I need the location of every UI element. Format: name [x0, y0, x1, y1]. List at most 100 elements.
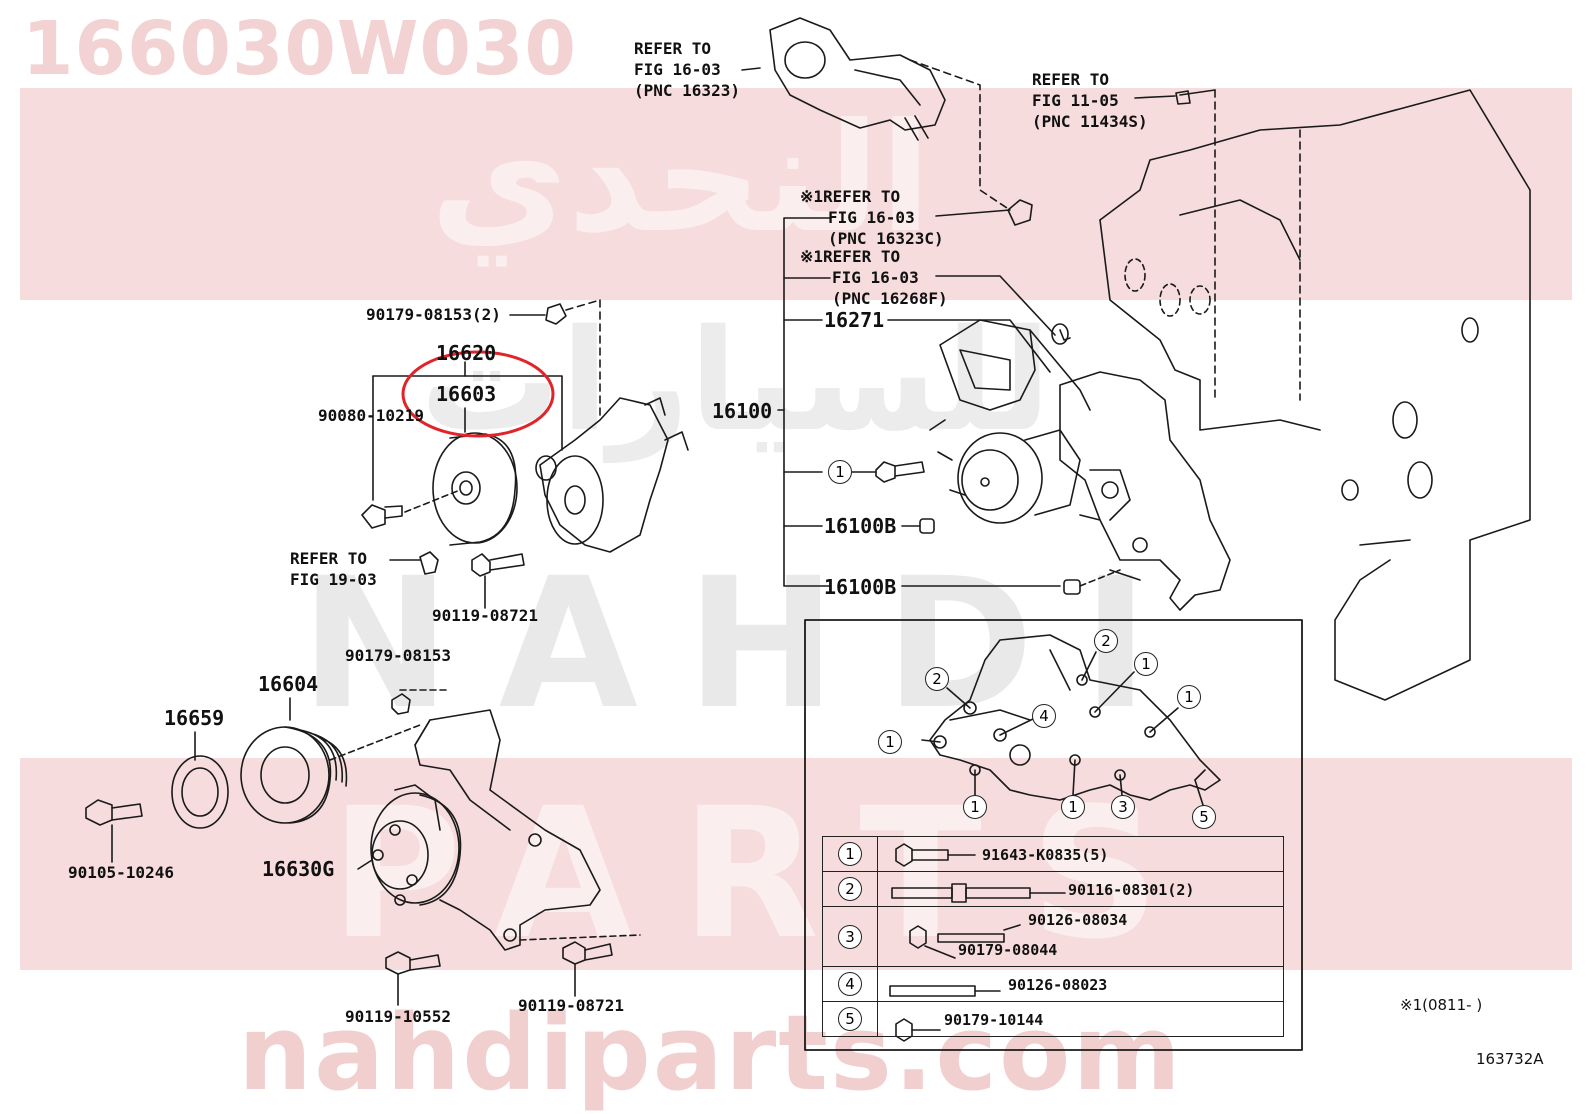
part-label-16604[interactable]: 16604 [258, 672, 319, 696]
diagram-id: 163732A [1476, 1050, 1544, 1068]
part-label-90179-08153[interactable]: 90179-08153 [345, 646, 451, 665]
inset-callout: 3 [1111, 795, 1135, 819]
legend-num-cell: 5 [822, 1001, 878, 1037]
legend-num: 5 [838, 1007, 862, 1031]
legend-num-cell: 2 [822, 871, 878, 907]
part-label-90119-08721-upper[interactable]: 90119-08721 [432, 606, 538, 625]
legend-part-cell: 90116-08301(2) [877, 871, 1284, 907]
ref-line: (PNC 16323C) [828, 229, 944, 248]
ref-line: ※1REFER TO [800, 187, 901, 206]
legend-part-cell: 90179-10144 [877, 1001, 1284, 1037]
fastener-legend-table: 1 91643-K0835(5) 2 90116-08301(2) 3 9012… [822, 836, 1284, 1037]
watermark-arabic-mid: للسيارات [420, 300, 1052, 463]
dash-leader [1079, 569, 1121, 587]
legend-part-cell: 91643-K0835(5) [877, 836, 1284, 872]
reference-fig-16-03-pnc-16323: REFER TO FIG 16-03 (PNC 16323) [634, 38, 740, 101]
part-label-16659[interactable]: 16659 [164, 706, 225, 730]
cylinder-block-drawing [1099, 89, 1531, 701]
dowel-16100b-a-drawing [919, 518, 935, 534]
legend-num: 2 [838, 877, 862, 901]
part-label-16603[interactable]: 16603 [436, 382, 497, 406]
ref-line: FIG 16-03 [828, 208, 915, 227]
part-label-16271[interactable]: 16271 [824, 308, 885, 332]
leader-bracket-16100 [777, 95, 1176, 587]
inset-callout: 1 [963, 795, 987, 819]
ref-line: FIG 19-03 [290, 570, 377, 589]
water-pump-assembly-drawing [929, 319, 1231, 611]
legend-num: 3 [838, 924, 862, 949]
footnote-date-range: ※1(0811- ) [1400, 996, 1483, 1014]
legend-num: 1 [838, 842, 862, 866]
ref-line: (PNC 16323) [634, 81, 740, 100]
legend-num-cell: 3 [822, 906, 878, 967]
inset-callout: 1 [1061, 795, 1085, 819]
inset-callout: 4 [1032, 704, 1056, 728]
part-label-90119-10552[interactable]: 90119-10552 [345, 1007, 451, 1026]
inset-callout: 1 [1134, 652, 1158, 676]
part-label-90105-10246[interactable]: 90105-10246 [68, 863, 174, 882]
thermostat-housing-drawing [741, 17, 946, 141]
legend-part-cell: 90126-08023 [877, 966, 1284, 1002]
part-label-16630g[interactable]: 16630G [262, 857, 335, 881]
inset-callout: 1 [878, 730, 902, 754]
fan-bracket-group-drawing [85, 689, 641, 1006]
reference-fig-19-03: REFER TO FIG 19-03 [290, 548, 377, 590]
watermark-arabic-top: النحدي [430, 92, 932, 266]
watermark-part-code: 166030W030 [22, 6, 578, 92]
legend-row: 2 90116-08301(2) [822, 871, 1284, 907]
legend-row: 4 90126-08023 [822, 966, 1284, 1002]
ref-line: (PNC 11434S) [1032, 112, 1148, 131]
part-label-90119-08721-lower[interactable]: 90119-08721 [518, 996, 624, 1015]
part-label-90179-08153-2[interactable]: 90179-08153(2) [366, 305, 501, 324]
bolt-16100-drawing [851, 461, 925, 483]
part-label-16100b-upper[interactable]: 16100B [824, 514, 897, 538]
ref-line: FIG 16-03 [832, 268, 919, 287]
dowel-16100b-b-drawing [1063, 579, 1081, 595]
legend-num: 4 [838, 972, 862, 996]
legend-part[interactable]: 90116-08301(2) [1068, 880, 1195, 899]
legend-row: 5 90179-10144 [822, 1001, 1284, 1037]
callout-1-main: 1 [828, 460, 852, 484]
watermark-latin-mid: NAHDI [300, 540, 1197, 749]
legend-row: 1 91643-K0835(5) [822, 836, 1284, 872]
ref-line: (PNC 16268F) [832, 289, 948, 308]
reference-fig-16-03-pnc-16268f: ※1REFER TO FIG 16-03 (PNC 16268F) [800, 246, 948, 309]
gasket-16271-drawing [1059, 329, 1071, 341]
part-label-16620[interactable]: 16620 [436, 341, 497, 365]
legend-part[interactable]: 90126-08023 [1008, 975, 1108, 994]
inset-callout: 5 [1192, 805, 1216, 829]
part-label-16100b-lower[interactable]: 16100B [824, 575, 897, 599]
gasket-16268f-drawing [1051, 323, 1069, 345]
ref-line: REFER TO [290, 549, 368, 568]
ref-line: REFER TO [634, 39, 712, 58]
ref-line: FIG 16-03 [634, 60, 721, 79]
inset-callout: 1 [1177, 685, 1201, 709]
inset-timing-cover-drawing [921, 634, 1221, 806]
watermark-band-bottom [20, 758, 1572, 970]
idler-pulley-group-drawing [361, 299, 689, 609]
inset-callout: 2 [925, 667, 949, 691]
ref-line: FIG 11-05 [1032, 91, 1119, 110]
part-label-16100[interactable]: 16100 [712, 399, 773, 423]
inset-callout: 2 [1094, 629, 1118, 653]
legend-row: 3 90126-08034 90179-08044 [822, 906, 1284, 967]
legend-part[interactable]: 90179-10144 [944, 1010, 1044, 1029]
highlight-ring [401, 350, 555, 438]
legend-num-cell: 4 [822, 966, 878, 1002]
legend-part-cell: 90126-08034 90179-08044 [877, 906, 1284, 967]
legend-part[interactable]: 90179-08044 [958, 941, 1058, 959]
ref-line: ※1REFER TO [800, 247, 901, 266]
plug-11434s-drawing [1175, 90, 1191, 105]
reference-fig-16-03-pnc-16323c: ※1REFER TO FIG 16-03 (PNC 16323C) [800, 186, 944, 249]
gasket-drawing [1007, 199, 1033, 226]
ref-line: REFER TO [1032, 70, 1110, 89]
watermark-band-top [20, 88, 1572, 300]
legend-num-cell: 1 [822, 836, 878, 872]
dash-leader [909, 59, 1011, 211]
part-label-90080-10219[interactable]: 90080-10219 [318, 406, 424, 425]
reference-fig-11-05: REFER TO FIG 11-05 (PNC 11434S) [1032, 69, 1148, 132]
legend-part[interactable]: 91643-K0835(5) [982, 845, 1109, 864]
legend-part[interactable]: 90126-08034 [1028, 911, 1128, 929]
